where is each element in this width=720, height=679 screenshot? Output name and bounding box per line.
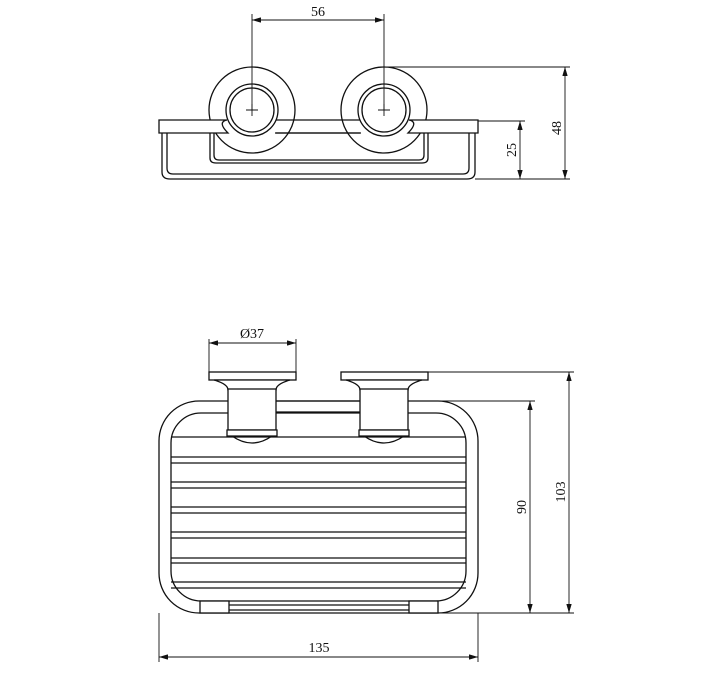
mount-post-left [208,371,297,444]
basket [158,400,479,614]
dimension-48: 48 [384,66,570,180]
dimension-diameter-37: Ø37 [208,327,297,372]
height-label: 48 [550,121,565,135]
tray-top [161,133,476,180]
basket-slats [171,436,466,589]
width-label: 135 [309,641,330,656]
dimension-135: 135 [158,613,479,662]
top-view: 56 48 25 [158,5,570,180]
dimension-103: 103 [428,371,574,613]
shelf-bar [158,119,230,134]
front-view: Ø37 135 90 103 [158,327,574,662]
depth-label: 25 [505,143,520,157]
spacing-label: 56 [311,5,325,20]
total-height-label: 103 [554,482,569,503]
diameter-label: Ø37 [240,327,264,342]
dimension-90: 90 [440,400,574,614]
dimension-56: 56 [251,5,385,110]
basket-height-label: 90 [515,500,530,514]
mount-post-right [340,371,429,444]
dimension-25: 25 [478,120,525,179]
